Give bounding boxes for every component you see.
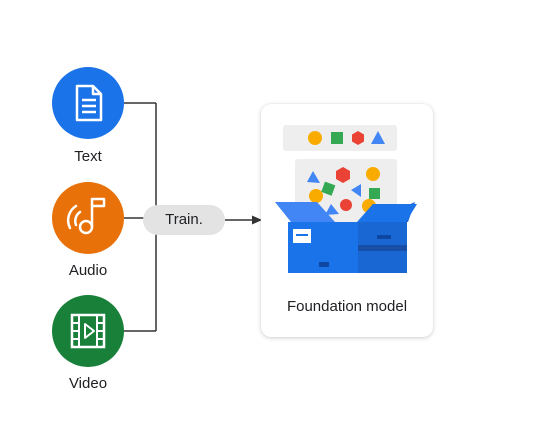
shape-triangle-blue [307, 171, 320, 183]
shape-hexagon-red [336, 167, 350, 183]
video-icon [52, 295, 124, 367]
shape-circle-red [340, 199, 352, 211]
input-label-audio: Audio [68, 262, 108, 279]
train-arrow-head [252, 215, 262, 225]
strip-triangle-blue [371, 131, 385, 144]
strip-circle-orange [308, 131, 322, 145]
shape-square-green-2 [369, 188, 380, 199]
audio-icon [52, 182, 124, 254]
text-icon [52, 67, 124, 139]
model-label: Foundation model [286, 298, 408, 315]
box-flap-right [357, 204, 417, 222]
shape-triangle-blue-2 [351, 184, 361, 197]
shape-square-green [321, 181, 336, 196]
strip-square-green [331, 132, 343, 144]
shape-circle-orange [366, 167, 380, 181]
shape-circle-orange-2 [309, 189, 323, 203]
box-side-stripe [358, 245, 407, 251]
strip-hexagon-red [352, 131, 364, 145]
foundation-model-card: Foundation model [261, 104, 433, 337]
box-handle [319, 262, 329, 267]
shape-triangle-blue-3 [325, 204, 339, 215]
input-label-text: Text [74, 148, 102, 165]
box-back-flap-left [275, 202, 335, 222]
foundation-model-illustration [275, 125, 417, 273]
train-pill: Train. [143, 205, 225, 235]
input-label-video: Video [68, 375, 108, 392]
box-side-handle [377, 235, 391, 239]
